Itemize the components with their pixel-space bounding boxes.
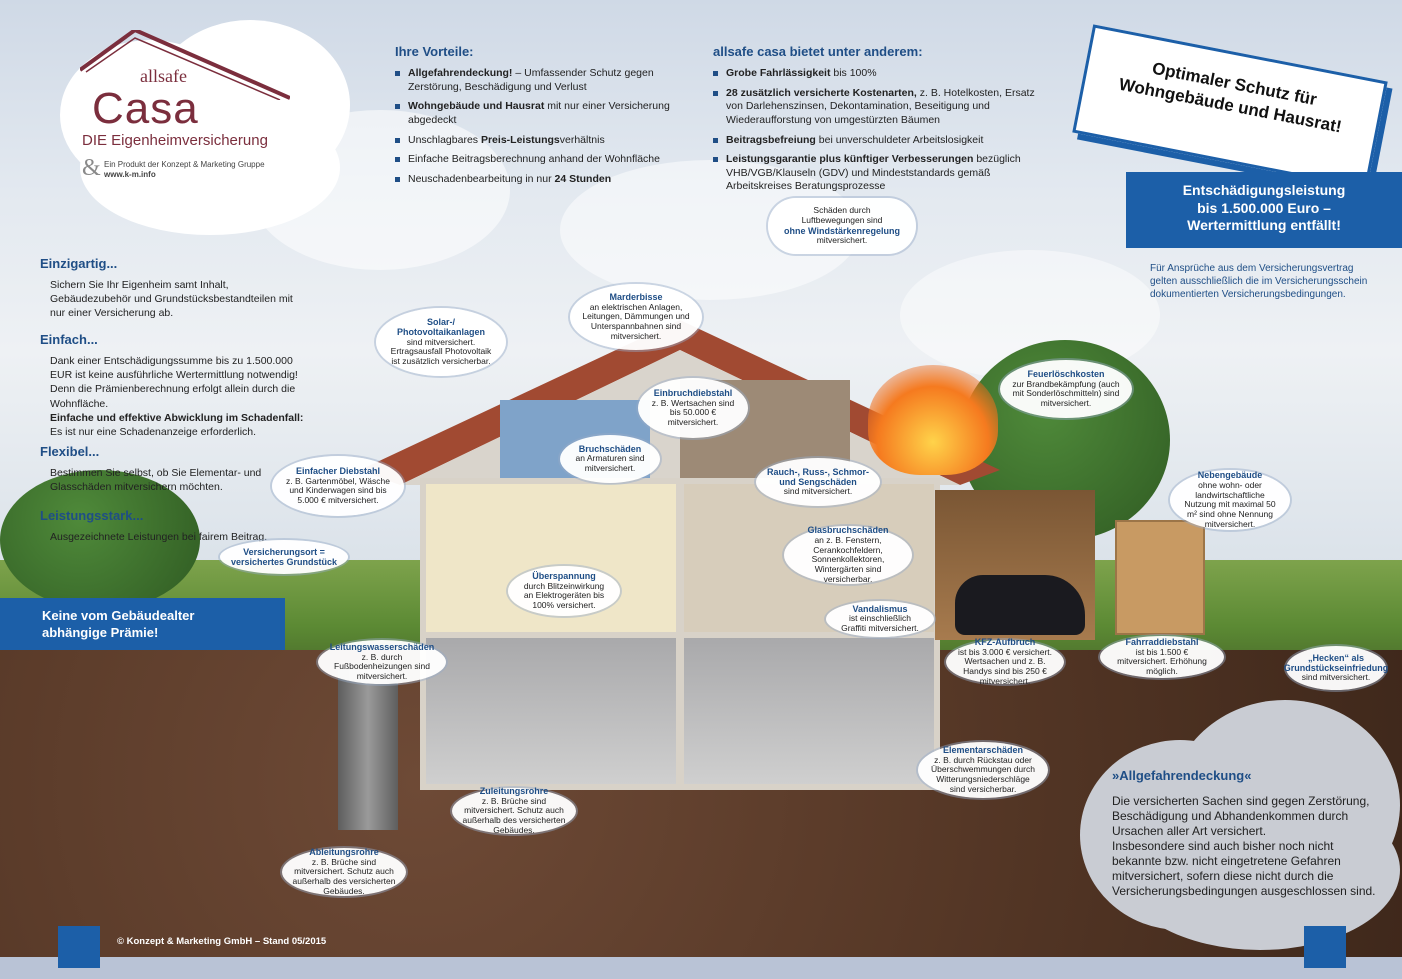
- bietet-list: Grobe Fahrlässigkeit bis 100% 28 zusätzli…: [713, 67, 1053, 194]
- vorteile-list: Allgefahrendeckung! – Umfassender Schutz…: [395, 67, 695, 186]
- einzigartig-text: Sichern Sie Ihr Eigenheim samt Inhalt, G…: [50, 279, 293, 320]
- bietet-item-2-rest: bei unverschuldeter Arbeitslosigkeit: [815, 133, 984, 146]
- bubble-marder: Marderbisse an elektrischen Anlagen, Lei…: [570, 284, 702, 350]
- einfach-section: Einfach... Dank einer Entschädigungssumm…: [40, 332, 310, 439]
- bubble-leitungswasser: Leitungswasserschäden z. B. durch Fußbod…: [318, 640, 446, 684]
- allgefahren-cloud: [1080, 700, 1400, 950]
- car-illustration: [955, 575, 1085, 635]
- vorteile-item-0-rest: – Umfassender Schutz gegen Zerstörung, B…: [408, 67, 654, 93]
- vorteile-item-3-rest: Einfache Beitragsberechnung anhand der W…: [408, 153, 660, 166]
- logo-website: www.k-m.info: [104, 170, 156, 179]
- bubble-feuer: Feuerlöschkosten zur Brandbekämpfung (au…: [1000, 360, 1132, 418]
- bubble-einbruch: Einbruchdiebstahl z. B. Wertsachen sind …: [638, 378, 748, 438]
- cellar-right: [678, 632, 940, 790]
- einfach-text: Dank einer Entschädigungssumme bis zu 1.…: [50, 355, 298, 410]
- vorteile-item-2-rest: Unschlagbares: [408, 133, 481, 146]
- bubble-ableitung: Ableitungsrohre z. B. Brüche sind mitver…: [282, 847, 406, 896]
- garden-shed: [1115, 520, 1205, 635]
- bietet-item-2-bold: Beitragsbefreiung: [726, 133, 816, 146]
- flexibel-section: Flexibel... Bestimmen Sie selbst, ob Sie…: [40, 444, 310, 494]
- corner-square-right: [1304, 926, 1346, 968]
- bietet-item-1-bold: 28 zusätzlich versicherte Kostenarten,: [726, 86, 917, 99]
- list-item: Grobe Fahrlässigkeit bis 100%: [713, 67, 1053, 81]
- footer-bar: [0, 957, 1402, 979]
- entschaedigung-line3: Wertermittlung entfällt!: [1187, 217, 1341, 233]
- drain-pipe: [338, 670, 398, 830]
- keine-praemie-box: Keine vom Gebäudealter abhängige Prämie!: [0, 598, 285, 650]
- list-item: Einfache Beitragsberechnung anhand der W…: [395, 153, 695, 167]
- vorteile-item-1-bold: Wohngebäude und Hausrat: [408, 100, 545, 113]
- bubble-wind: Schäden durch Luftbewegungen sind ohne W…: [768, 198, 916, 254]
- bubble-hecken: „Hecken“ als Grundstückseinfriedung sind…: [1284, 646, 1388, 690]
- einfach-text-bold: Einfache und effektive Abwicklung im Sch…: [50, 411, 304, 424]
- bietet-heading: allsafe casa bietet unter anderem:: [713, 44, 923, 59]
- bietet-item-3-bold: Leistungsgarantie plus künftiger Verbess…: [726, 153, 974, 166]
- allgefahren-text1: Die versicherten Sachen sind gegen Zerst…: [1112, 794, 1370, 839]
- bubble-rauch: Rauch-, Russ-, Schmor- und Sengschäden s…: [756, 458, 880, 506]
- vorteile-item-2-bold2: Preis-Leistungs: [480, 133, 560, 146]
- vorteile-heading: Ihre Vorteile:: [395, 44, 474, 59]
- einzigartig-title: Einzigartig...: [40, 256, 118, 271]
- logo-roof-icon: [80, 30, 290, 100]
- keine-praemie-line1: Keine vom Gebäudealter: [42, 608, 195, 623]
- logo-casa: Casa: [92, 84, 199, 133]
- list-item: Wohngebäude und Hausrat mit nur einer Ve…: [395, 100, 695, 127]
- bubble-diebstahl: Einfacher Diebstahl z. B. Gartenmöbel, W…: [272, 456, 404, 516]
- vorteile-item-4-rest: Neuschadenbearbeitung in nur: [408, 172, 555, 185]
- bubble-neben: Nebengebäude ohne wohn- oder landwirtsch…: [1170, 470, 1290, 530]
- list-item: 28 zusätzlich versicherte Kostenarten, z…: [713, 87, 1053, 128]
- logo-product-line: Ein Produkt der Konzept & Marketing Grup…: [104, 160, 265, 169]
- logo-subtitle: DIE Eigenheimversicherung: [82, 132, 268, 149]
- bietet-section: allsafe casa bietet unter anderem: Grobe…: [713, 44, 1053, 200]
- list-item: Beitragsbefreiung bei unverschuldeter Ar…: [713, 134, 1053, 148]
- bubble-fahrrad: Fahrraddiebstahl ist bis 1.500 € mitvers…: [1100, 636, 1224, 678]
- bubble-vandalismus: Vandalismus ist einschließlich Graffiti …: [826, 601, 934, 637]
- bubble-elementar: Elementarschäden z. B. durch Rückstau od…: [918, 742, 1048, 798]
- bietet-item-1-rest: z. B. Hotelkosten, Ersatz von Darlehensz…: [726, 86, 1035, 126]
- copyright: © Konzept & Marketing GmbH – Stand 05/20…: [117, 936, 327, 947]
- bietet-item-3-rest: bezüglich VHB/VGB/Klauseln (GDV) und Min…: [726, 153, 1021, 193]
- bubble-ueberspannung: Überspannung durch Blitzeinwirkung an El…: [508, 566, 620, 616]
- einzigartig-section: Einzigartig... Sichern Sie Ihr Eigenheim…: [40, 256, 310, 321]
- bubble-kfz: KFZ-Aufbruch ist bis 3.000 € versichert.…: [946, 637, 1064, 686]
- vorteile-item-2-rest2: verhältnis: [559, 133, 605, 146]
- vorteile-item-1-rest: mit nur einer Versicherung abgedeckt: [408, 100, 670, 126]
- bubble-solar: Solar-/ Photovoltaikanlagen sind mitvers…: [376, 308, 506, 376]
- flexibel-title: Flexibel...: [40, 444, 100, 459]
- vorteile-item-4-bold2: 24 Stunden: [554, 172, 612, 185]
- leistungsstark-text: Ausgezeichnete Leistungen bei fairem Bei…: [50, 531, 268, 543]
- leistungsstark-section: Leistungsstark... Ausgezeichnete Leistun…: [40, 508, 310, 544]
- bietet-item-0-rest: bis 100%: [830, 67, 877, 79]
- list-item: Neuschadenbearbeitung in nur 24 Stunden: [395, 173, 695, 187]
- flexibel-text: Bestimmen Sie selbst, ob Sie Elementar- …: [50, 467, 262, 494]
- disclaimer-note: Für Ansprüche aus dem Versicherungsvertr…: [1150, 263, 1368, 300]
- allgefahren-text: »Allgefahrendeckung« Die versicherten Sa…: [1112, 768, 1382, 899]
- fire-illustration: [868, 365, 998, 475]
- tree-left: [0, 470, 200, 610]
- logo-ampersand: &: [82, 155, 101, 181]
- einfach-text-end: Es ist nur eine Schadenanzeige erforderl…: [50, 425, 257, 438]
- vorteile-item-0-bold: Allgefahrendeckung!: [408, 67, 513, 79]
- bietet-item-0-bold: Grobe Fahrlässigkeit: [726, 67, 831, 79]
- logo-allsafe: allsafe: [140, 66, 187, 86]
- list-item: Leistungsgarantie plus künftiger Verbess…: [713, 153, 1053, 194]
- allgefahren-title: »Allgefahrendeckung«: [1112, 768, 1252, 783]
- list-item: Allgefahrendeckung! – Umfassender Schutz…: [395, 67, 695, 94]
- bubble-glas: Glasbruchschäden an z. B. Fenstern, Cera…: [784, 525, 912, 584]
- keine-praemie-line2: abhängige Prämie!: [42, 624, 159, 640]
- bubble-bruch: Bruchschäden an Armaturen sind mitversic…: [560, 435, 660, 483]
- entschaedigung-line2: bis 1.500.000 Euro –: [1197, 199, 1331, 216]
- einfach-title: Einfach...: [40, 332, 98, 347]
- list-item: Unschlagbares Preis-Leistungsverhältnis: [395, 134, 695, 148]
- corner-square-left: [58, 926, 100, 968]
- vorteile-section: Ihre Vorteile: Allgefahrendeckung! – Umf…: [395, 44, 695, 192]
- cellar-left: [420, 632, 682, 790]
- bubble-zuleitung: Zuleitungsrohre z. B. Brüche sind mitver…: [452, 786, 576, 835]
- bubble-versicherungsort: Versicherungsort = versichertes Grundstü…: [220, 540, 348, 574]
- allgefahren-text2: Insbesondere sind auch bisher noch nicht…: [1112, 839, 1376, 899]
- leistungsstark-title: Leistungsstark...: [40, 508, 144, 523]
- entschaedigung-line1: Entschädigungsleistung: [1182, 182, 1346, 198]
- entschaedigung-box: Entschädigungsleistung bis 1.500.000 Eur…: [1126, 172, 1402, 248]
